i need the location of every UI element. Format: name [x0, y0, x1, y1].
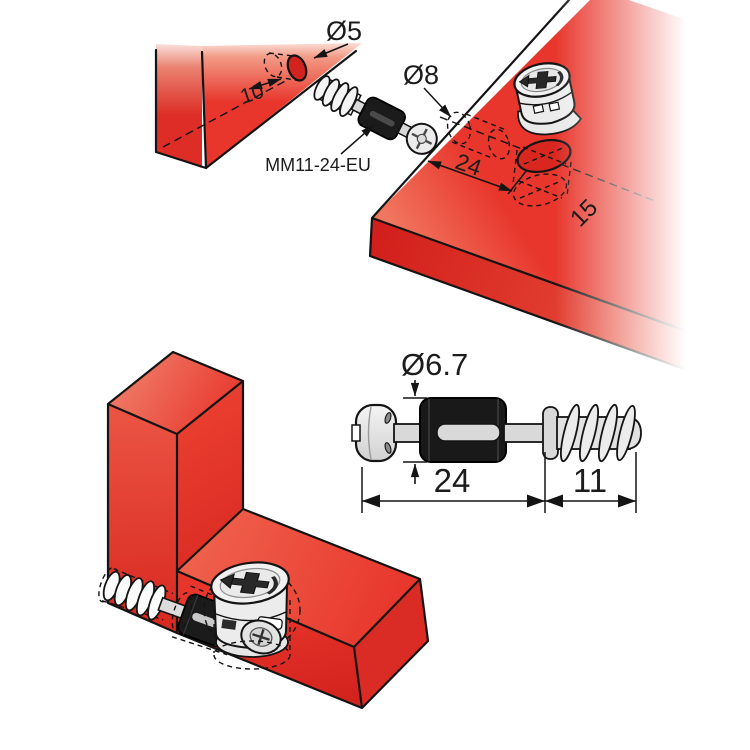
- body-length-label: 24: [434, 462, 471, 499]
- sleeve-diameter-dimension: Ø6.7: [401, 347, 468, 484]
- detail-sleeve: [419, 397, 507, 463]
- cam-installed-drive-glyph: [219, 571, 278, 595]
- pilot-hole: [286, 54, 308, 82]
- edge-panel-outline: [154, 48, 208, 170]
- edge-panel-centerline: [162, 78, 290, 148]
- detail-flange: [542, 406, 559, 460]
- blocks-outline: [106, 350, 430, 710]
- edge-panel-diagonal-edge: [204, 49, 358, 170]
- connector-detail-drawing: Ø6.7 24 11: [351, 347, 642, 513]
- connector-bolt-exploded: [313, 75, 438, 155]
- edge-panel: 10 Ø5: [154, 16, 362, 170]
- horizontal-block-end-face: [354, 579, 428, 708]
- detail-bolt-head: [351, 403, 398, 463]
- cam-hole-hidden-cylinder: [213, 597, 291, 656]
- bolt-head: [405, 122, 438, 155]
- edge-panel-edge-face: [202, 43, 362, 168]
- board-hole-diameter-label: Ø8: [403, 60, 439, 90]
- length-dimensions: 24 11: [361, 452, 637, 513]
- thread-length-label: 11: [573, 462, 607, 499]
- depth-dim-line: [248, 78, 282, 90]
- cam-fitting-installed: [203, 561, 301, 670]
- detail-thread: [556, 403, 642, 463]
- sleeve-diameter-label: Ø6.7: [401, 347, 468, 382]
- vertical-block-top-face: [108, 352, 243, 434]
- board-hole-leader: [423, 87, 452, 118]
- embedded-thread-rings: [102, 570, 167, 621]
- pilot-hole-diameter-label: Ø5: [326, 16, 362, 46]
- edge-panel-left-face: [156, 44, 202, 168]
- fade-overlay: [553, 0, 750, 387]
- part-number-leader: [340, 124, 375, 155]
- pilot-hole-leader: [313, 43, 349, 59]
- part-number-label: MM11-24-EU: [265, 155, 371, 175]
- engaged-bolt-head: [240, 619, 282, 655]
- horizontal-block-top-face: [177, 509, 420, 647]
- corner-assembly: [98, 350, 430, 710]
- bolt-entry-hidden-hole: [171, 592, 193, 632]
- detail-shaft-rear: [503, 423, 546, 443]
- bolt-sleeve-slot: [369, 110, 395, 127]
- detail-sleeve-slot: [436, 423, 501, 442]
- detail-shaft-front: [393, 423, 422, 443]
